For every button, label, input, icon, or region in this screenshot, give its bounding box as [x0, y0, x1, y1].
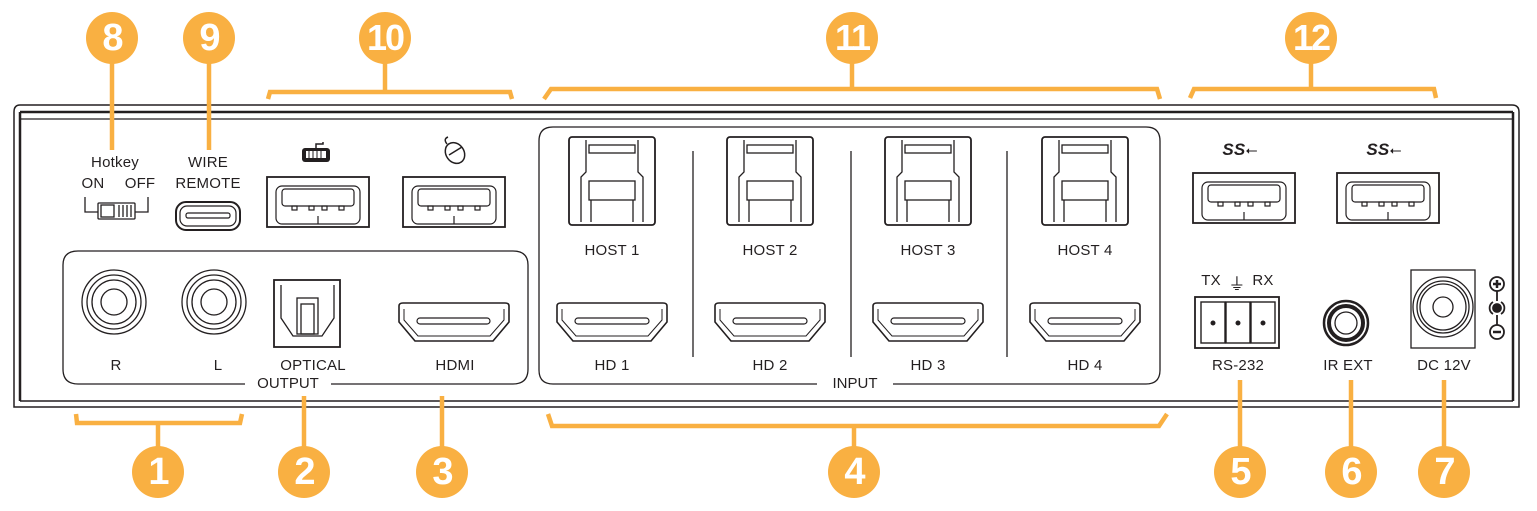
hdmi-input-port[interactable]	[714, 302, 826, 342]
audio-r-port[interactable]	[81, 269, 147, 335]
superspeed-usb-icon: SS⭠	[1366, 140, 1402, 159]
callout-badge-11: 11	[826, 12, 878, 64]
host-4-label: HOST 4	[1057, 242, 1113, 259]
ir-ext-label: IR EXT	[1323, 357, 1373, 374]
callout-badge-3: 3	[416, 446, 468, 498]
ground-icon: ⏚	[1228, 275, 1246, 294]
dc-12v-label: DC 12V	[1417, 357, 1471, 374]
callout-badge-1: 1	[132, 446, 184, 498]
output-panel	[62, 250, 529, 385]
rs232-rx-label: RX	[1252, 272, 1274, 289]
input-panel	[538, 126, 1161, 385]
hd-1-label: HD 1	[594, 357, 630, 374]
usb3-port[interactable]	[1192, 172, 1296, 224]
dc-polarity-icon	[1488, 276, 1506, 340]
callout-badge-9: 9	[183, 12, 235, 64]
wire-remote-port[interactable]	[175, 201, 241, 231]
usb-host-port[interactable]	[568, 136, 656, 226]
keyboard-usb-port[interactable]	[266, 176, 370, 228]
hotkey-off-label: OFF	[124, 175, 156, 192]
hdmi-input-port[interactable]	[872, 302, 984, 342]
ir-ext-port[interactable]	[1322, 299, 1370, 347]
audio-r-label: R	[110, 357, 122, 374]
hdmi-input-port[interactable]	[1029, 302, 1141, 342]
audio-l-label: L	[213, 357, 223, 374]
output-section-label: OUTPUT	[251, 375, 325, 392]
hotkey-switch[interactable]	[84, 197, 149, 220]
host-2-label: HOST 2	[742, 242, 798, 259]
rs232-terminal[interactable]	[1194, 296, 1280, 349]
hotkey-label: Hotkey	[91, 154, 139, 171]
rs232-tx-label: TX	[1201, 272, 1221, 289]
mouse-icon	[444, 136, 466, 165]
hdmi-output-port[interactable]	[398, 302, 510, 342]
callout-badge-7: 7	[1418, 446, 1470, 498]
hdmi-output-label: HDMI	[435, 357, 475, 374]
hotkey-on-label: ON	[81, 175, 105, 192]
input-section-label: INPUT	[826, 375, 884, 392]
callout-lines	[73, 60, 1447, 450]
usb-host-port[interactable]	[1041, 136, 1129, 226]
hdmi-input-port[interactable]	[556, 302, 668, 342]
hd-2-label: HD 2	[752, 357, 788, 374]
callout-badge-4: 4	[828, 446, 880, 498]
dc-12v-jack[interactable]	[1410, 269, 1476, 349]
host-1-label: HOST 1	[584, 242, 640, 259]
mouse-usb-port[interactable]	[402, 176, 506, 228]
keyboard-icon	[302, 142, 330, 162]
audio-l-port[interactable]	[181, 269, 247, 335]
hd-3-label: HD 3	[910, 357, 946, 374]
optical-label: OPTICAL	[280, 357, 346, 374]
wire-remote-label-line2: REMOTE	[175, 175, 241, 192]
callout-badge-2: 2	[278, 446, 330, 498]
host-3-label: HOST 3	[900, 242, 956, 259]
callout-badge-6: 6	[1325, 446, 1377, 498]
wire-remote-label-line1: WIRE	[188, 154, 228, 171]
callout-badge-8: 8	[86, 12, 138, 64]
rs232-label: RS-232	[1211, 357, 1265, 374]
chassis	[13, 104, 1520, 408]
optical-port[interactable]	[273, 279, 341, 348]
hd-4-label: HD 4	[1067, 357, 1103, 374]
usb-host-port[interactable]	[726, 136, 814, 226]
callout-badge-12: 12	[1285, 12, 1337, 64]
callout-badge-5: 5	[1214, 446, 1266, 498]
usb-host-port[interactable]	[884, 136, 972, 226]
superspeed-usb-icon: SS⭠	[1222, 140, 1258, 159]
callout-badge-10: 10	[359, 12, 411, 64]
usb3-port[interactable]	[1336, 172, 1440, 224]
